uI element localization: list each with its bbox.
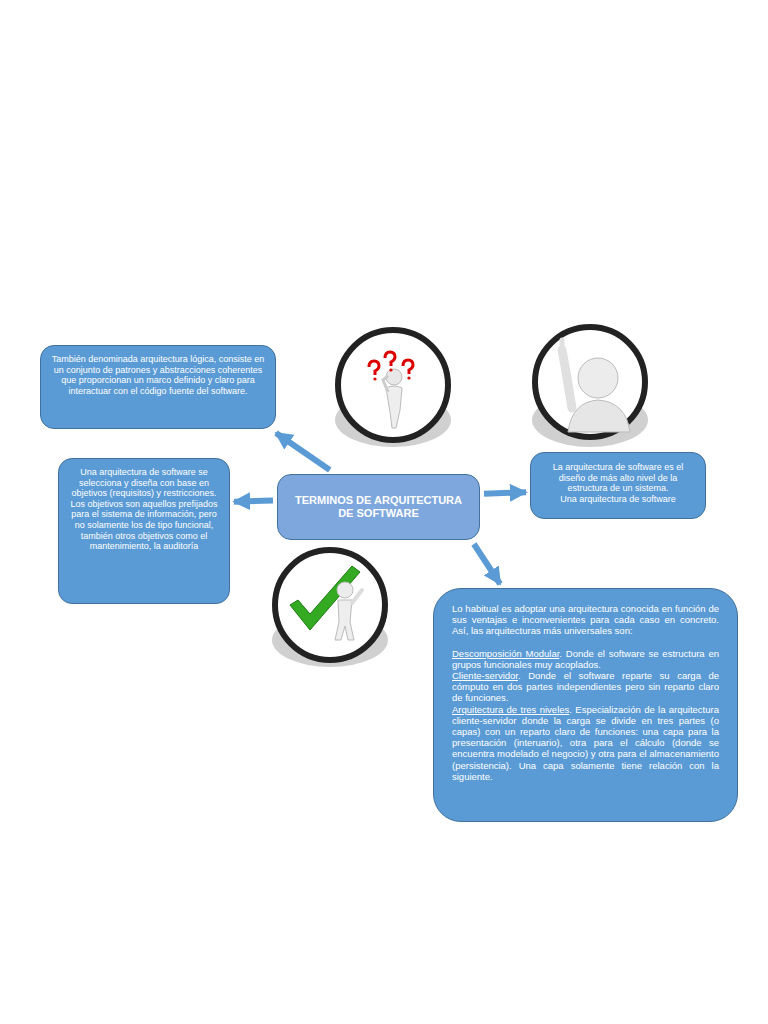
architecture-name: Cliente-servidor xyxy=(452,670,518,681)
question-icon xyxy=(335,330,451,447)
node-text: TERMINOS DE ARQUITECTURA DE SOFTWARE xyxy=(295,494,462,519)
block-arrow xyxy=(474,544,500,584)
check-icon xyxy=(272,550,388,667)
text-paragraph: Descomposición Modular. Donde el softwar… xyxy=(452,648,719,670)
idea-icon xyxy=(532,327,648,447)
block-arrow xyxy=(484,492,526,494)
architecture-list-box: Lo habitual es adoptar una arquitectura … xyxy=(433,588,738,822)
block-arrow xyxy=(276,433,330,470)
node-text: También denominada arquitectura lógica, … xyxy=(52,354,265,396)
text-paragraph: Una arquitectura de software xyxy=(540,494,696,505)
text-paragraph: Arquitectura de tres niveles. Especializ… xyxy=(452,704,719,782)
text-paragraph: Lo habitual es adoptar una arquitectura … xyxy=(452,603,719,637)
text-paragraph: La arquitectura de software es el diseño… xyxy=(540,462,696,494)
architecture-name: Arquitectura de tres niveles xyxy=(452,704,569,715)
text-paragraph: Cliente-servidor. Donde el software repa… xyxy=(452,670,719,704)
node-text: Una arquitectura de software xyxy=(560,494,676,504)
block-arrow xyxy=(234,500,273,501)
node-text: La arquitectura de software es el diseño… xyxy=(553,462,684,493)
definition-box: La arquitectura de software es el diseño… xyxy=(530,452,706,519)
topic-box: TERMINOS DE ARQUITECTURA DE SOFTWARE xyxy=(277,474,480,540)
definition-box: Una arquitectura de software se seleccio… xyxy=(58,458,230,604)
node-text: . Especialización de la arquitectura cli… xyxy=(452,704,719,782)
architecture-name: Descomposición Modular xyxy=(452,648,559,659)
node-text: Lo habitual es adoptar una arquitectura … xyxy=(452,603,719,636)
text-paragraph: También denominada arquitectura lógica, … xyxy=(51,354,265,396)
definition-box: También denominada arquitectura lógica, … xyxy=(40,345,276,429)
node-text: Una arquitectura de software se seleccio… xyxy=(70,467,217,551)
text-paragraph: TERMINOS DE ARQUITECTURA DE SOFTWARE xyxy=(290,494,467,520)
text-paragraph: Una arquitectura de software se seleccio… xyxy=(68,467,220,552)
